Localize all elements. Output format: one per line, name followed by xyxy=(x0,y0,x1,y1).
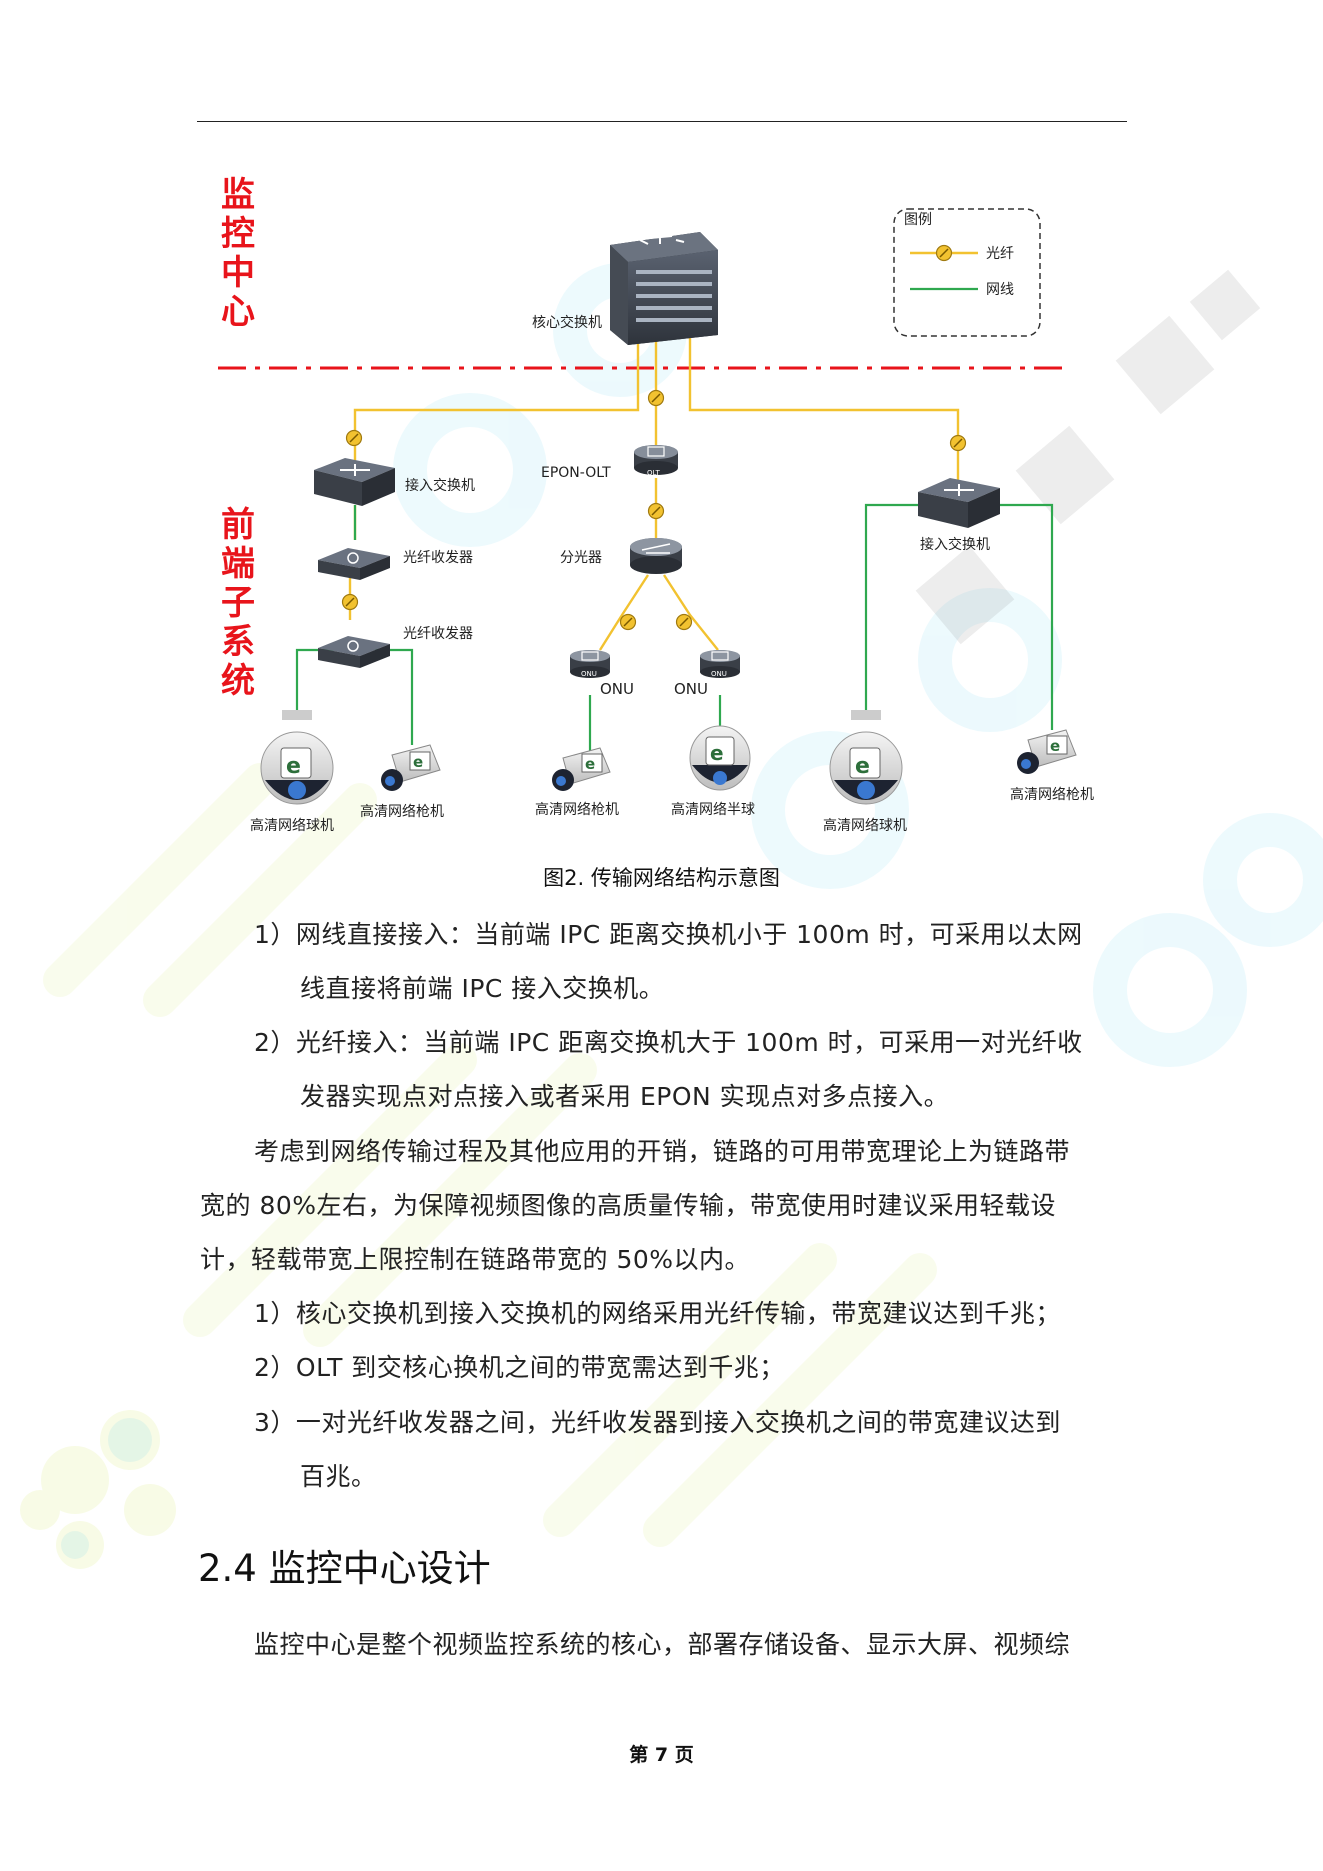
onu-left-label: ONU xyxy=(600,680,634,698)
paragraph-line: 考虑到网络传输过程及其他应用的开销，链路的可用带宽理论上为链路带 xyxy=(254,1137,1071,1166)
cam-bullet-mid-label: 高清网络枪机 xyxy=(535,801,619,818)
transceiver-1-label: 光纤收发器 xyxy=(403,550,473,566)
svg-text:e: e xyxy=(710,741,724,765)
paragraph-line: 1）核心交换机到接入交换机的网络采用光纤传输，带宽建议达到千兆； xyxy=(254,1299,1061,1328)
legend-box xyxy=(893,208,1041,337)
access-switch-left-label: 接入交换机 xyxy=(405,477,475,494)
cam-bullet-right-label: 高清网络枪机 xyxy=(1010,786,1094,803)
fiber-joint xyxy=(949,434,967,452)
paragraph-line: 监控中心是整个视频监控系统的核心，部署存储设备、显示大屏、视频综 xyxy=(254,1630,1071,1659)
paragraph-line: 百兆。 xyxy=(300,1462,377,1491)
splitter-label: 分光器 xyxy=(560,550,602,566)
figure-caption: 图2. 传输网络结构示意图 xyxy=(543,866,780,890)
paragraph-line: 发器实现点对点接入或者采用 EPON 实现点对多点接入。 xyxy=(300,1082,950,1111)
fiber-joint xyxy=(345,429,363,447)
core-switch-icon xyxy=(610,230,718,345)
svg-text:e: e xyxy=(413,753,423,771)
legend-fiber-label: 光纤 xyxy=(986,246,1014,262)
onu-right-icon: ONU xyxy=(700,650,740,678)
legend-cable-label: 网线 xyxy=(986,282,1014,298)
cam-dome-right-label: 高清网络球机 xyxy=(823,817,907,834)
svg-text:e: e xyxy=(1050,737,1060,755)
access-switch-left-icon xyxy=(314,458,395,506)
core-switch-label: 核心交换机 xyxy=(532,314,602,331)
onu-left-icon: ONU xyxy=(570,650,610,678)
transceiver-1-icon xyxy=(318,548,390,580)
transceiver-2-label: 光纤收发器 xyxy=(403,626,473,642)
section-front-label: 前端子系统 xyxy=(221,505,255,701)
paragraph-line: 计，轻载带宽上限控制在链路带宽的 50%以内。 xyxy=(200,1245,751,1274)
bullet-camera-right-icon: e xyxy=(1017,729,1077,774)
onu-badge: ONU xyxy=(711,670,727,678)
bullet-camera-left-icon: e xyxy=(381,744,441,791)
paragraph-line: 2）OLT 到交核心换机之间的带宽需达到千兆； xyxy=(254,1353,785,1382)
transceiver-2-icon xyxy=(318,636,390,668)
dome-camera-right-icon: e xyxy=(829,710,903,805)
paragraph-line: 2）光纤接入：当前端 IPC 距离交换机大于 100m 时，可采用一对光纤收 xyxy=(254,1028,1083,1057)
splitter-icon xyxy=(630,538,682,574)
fiber-joint xyxy=(647,502,665,520)
paragraph-line: 3）一对光纤收发器之间，光纤收发器到接入交换机之间的带宽建议达到 xyxy=(254,1408,1061,1437)
access-switch-right-icon xyxy=(918,478,1000,528)
fiber-joint xyxy=(675,613,693,631)
cable-links xyxy=(295,503,1054,758)
epon-olt-icon: OLT xyxy=(634,445,678,477)
page-number: 第 7 页 xyxy=(629,1744,694,1766)
onu-badge: ONU xyxy=(581,670,597,678)
olt-badge: OLT xyxy=(647,469,660,477)
dome-camera-left-icon: e xyxy=(260,710,334,805)
fiber-joint xyxy=(619,613,637,631)
fiber-joint xyxy=(647,389,665,407)
halfdome-camera-icon: e xyxy=(689,725,751,791)
paragraph-line: 线直接将前端 IPC 接入交换机。 xyxy=(300,974,665,1003)
cam-bullet-left-label: 高清网络枪机 xyxy=(360,803,444,820)
svg-text:e: e xyxy=(286,754,301,779)
legend-title: 图例 xyxy=(904,212,932,228)
network-diagram: 核心交换机 图例 光纤 网线 接入交换机 光纤收发器 光纤收发器 OLT EPO… xyxy=(218,208,1094,834)
access-switch-right-label: 接入交换机 xyxy=(920,536,990,553)
paragraph-line: 1）网线直接接入：当前端 IPC 距离交换机小于 100m 时，可采用以太网 xyxy=(254,920,1083,949)
paragraph-line: 宽的 80%左右，为保障视频图像的高质量传输，带宽使用时建议采用轻载设 xyxy=(200,1191,1057,1220)
section-center-label: 监控中心 xyxy=(221,175,255,332)
epon-olt-label: EPON-OLT xyxy=(541,465,611,481)
section-heading: 2.4 监控中心设计 xyxy=(198,1547,491,1590)
onu-right-label: ONU xyxy=(674,680,708,698)
cam-dome-left-label: 高清网络球机 xyxy=(250,817,334,834)
svg-text:e: e xyxy=(855,754,870,779)
svg-text:e: e xyxy=(585,755,595,773)
fiber-joint xyxy=(341,593,359,611)
cam-halfdome-label: 高清网络半球 xyxy=(671,801,755,818)
bullet-camera-mid-icon: e xyxy=(552,747,611,791)
header-rule xyxy=(197,121,1127,122)
